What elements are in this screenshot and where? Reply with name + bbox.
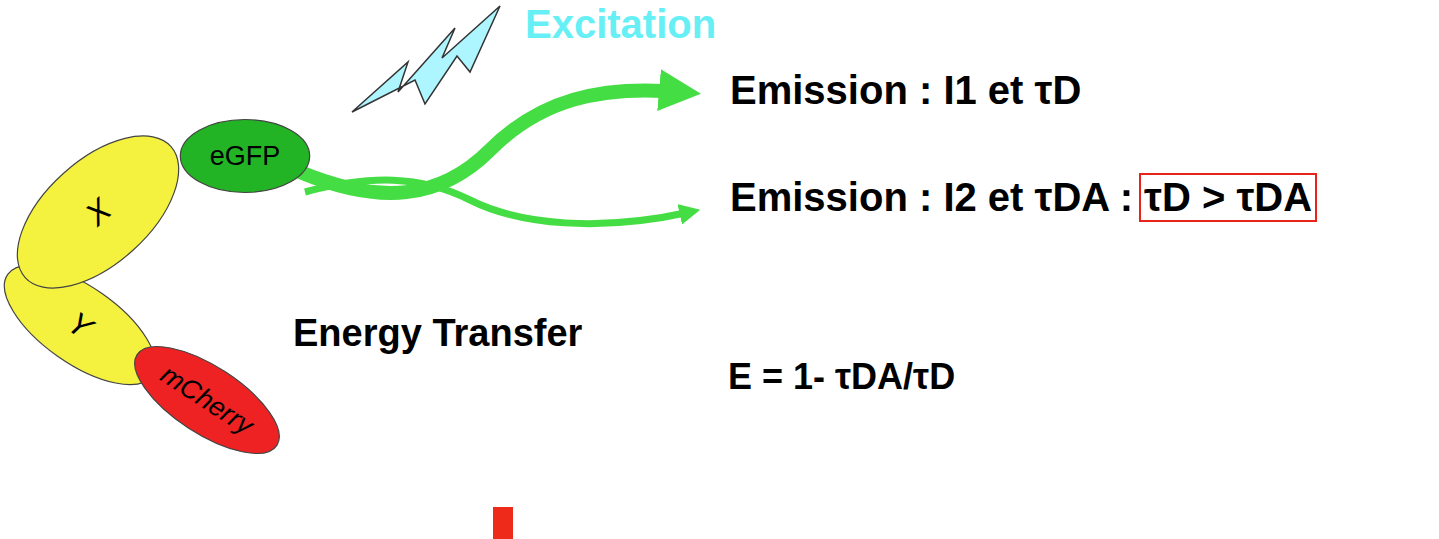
emission-arrow-weak <box>305 180 690 224</box>
fret-efficiency-formula: E = 1- τDA/τD <box>728 356 955 398</box>
energy-transfer-label: Energy Transfer <box>293 312 582 355</box>
egfp-ellipse: eGFP <box>179 118 311 194</box>
emission-label: Emission : I2 et τDA : <box>730 175 1133 220</box>
excitation-label: Excitation <box>525 2 716 47</box>
lightning-bolt <box>352 6 500 112</box>
x-protein-ellipse: X <box>0 105 208 319</box>
emission-label: Emission : I1 et τD <box>730 68 1081 113</box>
emission-arrow-strong <box>300 90 680 193</box>
mcherry-ellipse: mCherry <box>117 324 298 475</box>
red-mark <box>493 507 513 539</box>
lifetime-inequality: τD > τDA <box>1139 173 1317 222</box>
protein-label: eGFP <box>210 141 281 172</box>
